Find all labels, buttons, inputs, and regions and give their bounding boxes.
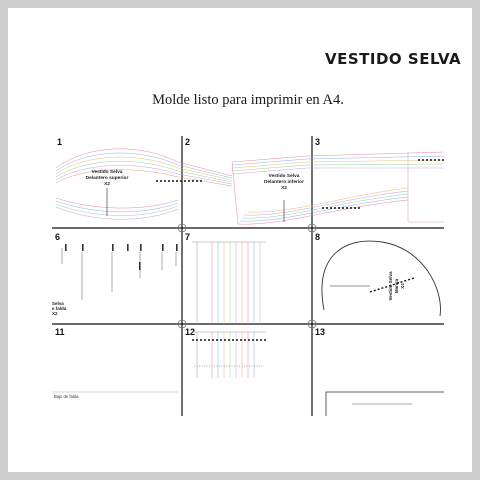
piece-page7-lines — [192, 241, 266, 324]
label-left-side-qty: X2 — [52, 311, 58, 316]
label-skirt-hem: Bajo de falda — [54, 394, 79, 399]
page-number-3: 3 — [315, 137, 320, 147]
label-front-upper-title: Vestido Selva — [92, 169, 123, 175]
piece-page12-lines — [192, 331, 266, 378]
label-front-lower-title: Vestido Selva — [269, 173, 300, 179]
registration-marks — [177, 223, 317, 329]
piece-sleeve — [321, 240, 441, 317]
label-left-side-title: Selva — [52, 301, 64, 306]
piece-page13-rect — [325, 391, 444, 416]
page-number-13: 13 — [315, 327, 325, 337]
pattern-preview: 1 2 3 6 7 8 11 12 13 — [52, 136, 444, 416]
page-number-12: 12 — [185, 327, 195, 337]
piece-front-lower — [231, 151, 444, 225]
page-number-11: 11 — [55, 327, 65, 337]
label-left-side-name: e falda — [52, 306, 67, 311]
label-sleeve-name: Manga — [394, 278, 399, 293]
caption-text: Molde listo para imprimir en A4. — [152, 92, 344, 108]
page6-tick-labels — [65, 244, 178, 270]
label-sleeve-title: Vestido Selva — [388, 271, 393, 301]
page-number-6: 6 — [55, 232, 60, 242]
label-front-lower-qty: X2 — [281, 185, 287, 191]
brand-title: VESTIDO SELVA — [325, 50, 462, 68]
page-number-8: 8 — [315, 232, 320, 242]
label-sleeve-qty: X4 — [400, 283, 405, 289]
label-front-upper-name: Delantero superior — [86, 175, 129, 181]
label-front-lower-name: Delantero inferior — [264, 179, 304, 185]
pattern-sheet: 1 2 3 6 7 8 11 12 13 — [52, 128, 444, 416]
piece-front-upper — [55, 148, 233, 220]
label-front-upper-qty: X2 — [104, 181, 110, 187]
page-number-1: 1 — [57, 137, 62, 147]
piece-page6-guides — [61, 248, 177, 300]
page-number-7: 7 — [185, 232, 190, 242]
page-number-2: 2 — [185, 137, 190, 147]
